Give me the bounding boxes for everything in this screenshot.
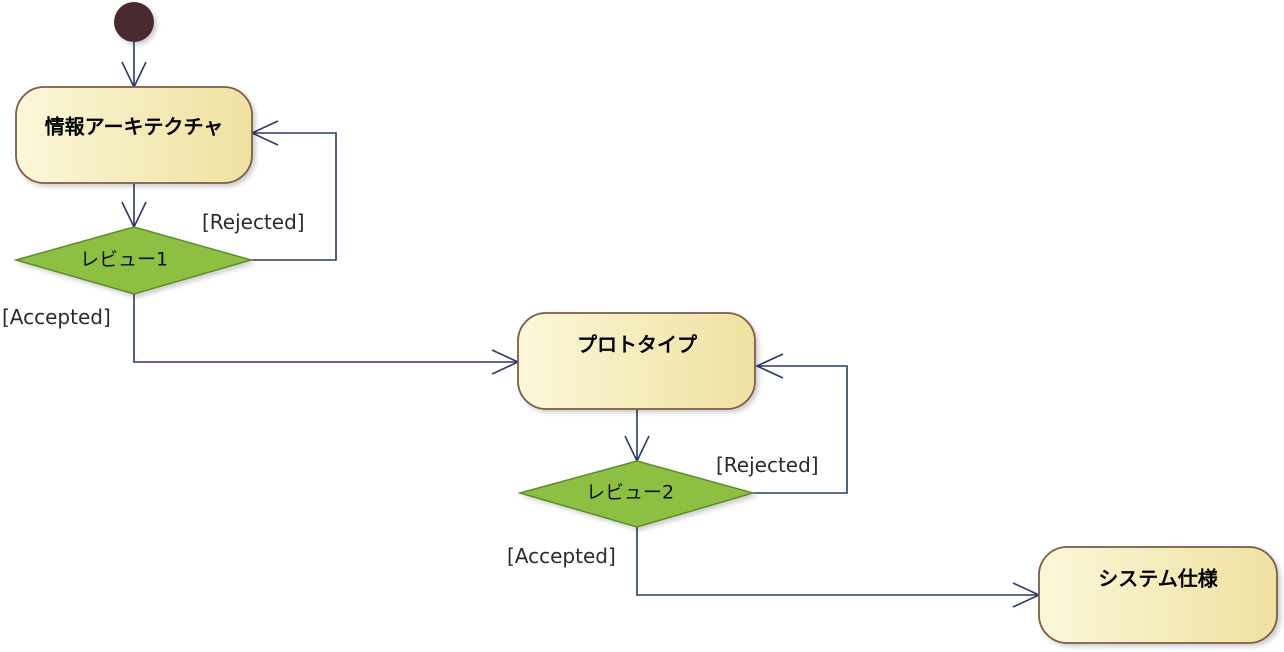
action-info-arch[interactable]: 情報アーキテクチャ — [15, 86, 253, 184]
flow-review2-accepted-to-system-spec — [636, 527, 1041, 608]
initial-node[interactable] — [114, 2, 154, 42]
flow-prototype-to-review2 — [624, 409, 650, 463]
guard-rejected-1: [Rejected] — [202, 210, 305, 234]
action-prototype-label: プロトタイプ — [577, 333, 698, 357]
decision-review2-label: レビュー2 — [586, 482, 674, 504]
flow-review1-rejected-loop — [250, 120, 337, 261]
guard-rejected-2: [Rejected] — [716, 453, 819, 477]
action-prototype[interactable]: プロトタイプ — [517, 312, 756, 410]
action-system-spec-label: システム仕様 — [1098, 567, 1218, 591]
flow-review1-accepted-to-prototype — [133, 294, 520, 375]
action-system-spec[interactable]: システム仕様 — [1038, 546, 1278, 644]
flow-info-arch-to-review1 — [121, 183, 147, 229]
flow-initial-to-info-arch — [121, 42, 147, 89]
decision-review1-label: レビュー1 — [80, 249, 168, 271]
guard-accepted-2: [Accepted] — [507, 544, 616, 568]
guard-accepted-1: [Accepted] — [2, 305, 111, 329]
action-info-arch-label: 情報アーキテクチャ — [45, 115, 224, 139]
decision-review2[interactable]: レビュー2 — [517, 460, 756, 528]
decision-review1[interactable]: レビュー1 — [13, 226, 254, 295]
flow-review2-rejected-loop — [753, 353, 848, 494]
